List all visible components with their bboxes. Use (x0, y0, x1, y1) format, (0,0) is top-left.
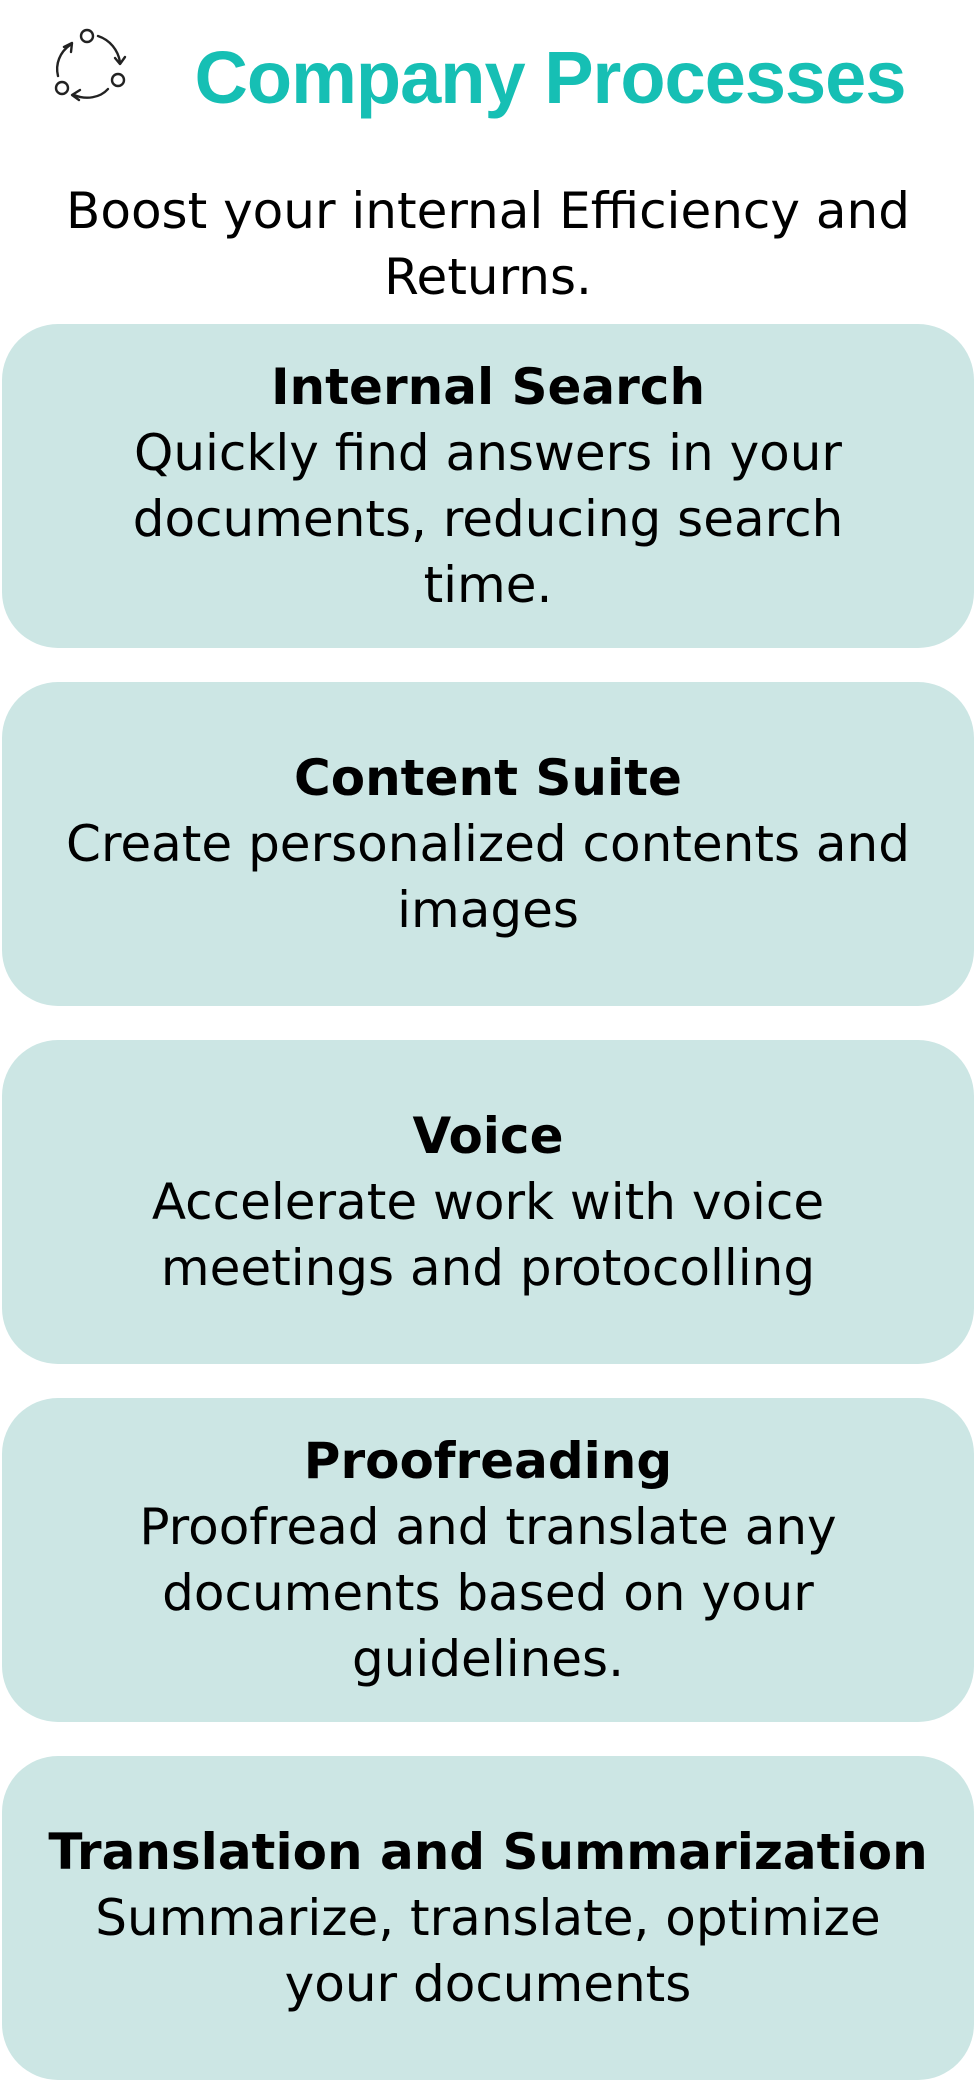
card-internal-search: Internal Search Quickly find answers in … (2, 324, 974, 648)
card-proofreading: Proofreading Proofread and translate any… (2, 1398, 974, 1722)
card-title: Translation and Summarization (48, 1823, 928, 1881)
header: Company Processes (0, 0, 976, 160)
card-description: Proofread and translate any documents ba… (139, 1498, 837, 1688)
card-title: Proofreading (303, 1432, 673, 1490)
card-title: Content Suite (294, 749, 682, 807)
card-content-suite: Content Suite Create personalized conten… (2, 682, 974, 1006)
card-title: Voice (412, 1107, 564, 1165)
card-description: Accelerate work with voice meetings and … (151, 1173, 825, 1297)
card-translation-summarization: Translation and Summarization Summarize,… (2, 1756, 974, 2080)
cycle-arrows-icon (54, 28, 127, 102)
card-voice: Voice Accelerate work with voice meeting… (2, 1040, 974, 1364)
page-title: Company Processes (194, 36, 906, 119)
card-title: Internal Search (270, 358, 706, 416)
card-description: Create personalized contents and images (66, 815, 910, 939)
page-subtitle: Boost your internal Efficiency and Retur… (66, 182, 910, 306)
card-description: Quickly find answers in your documents, … (132, 424, 844, 614)
card-description: Summarize, translate, optimize your docu… (95, 1889, 881, 2013)
